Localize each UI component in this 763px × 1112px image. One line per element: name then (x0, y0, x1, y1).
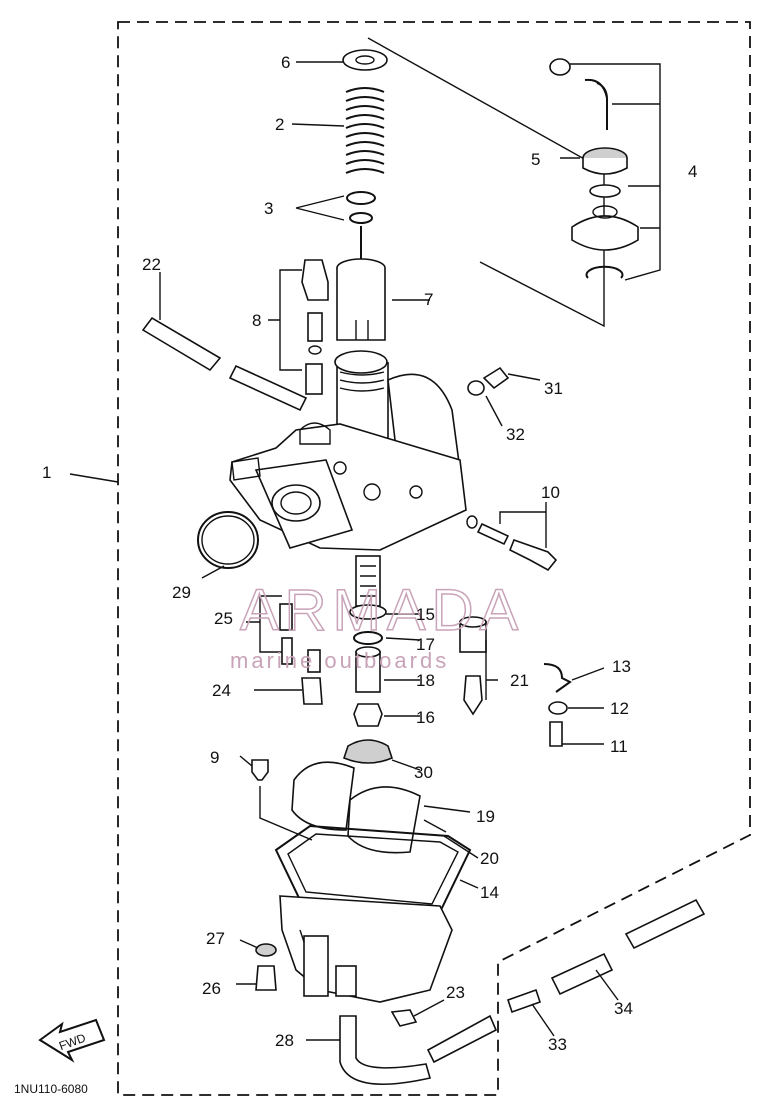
starter-group (549, 58, 639, 279)
screw-23 (390, 1009, 418, 1027)
label-4: 4 (688, 162, 697, 181)
clip-part (346, 191, 376, 224)
label-24: 24 (212, 681, 231, 700)
label-30: 30 (414, 763, 433, 782)
label-8: 8 (252, 311, 261, 330)
label-3: 3 (264, 199, 273, 218)
fitting-33 (506, 988, 542, 1014)
label-14: 14 (480, 883, 499, 902)
label-25: 25 (214, 609, 233, 628)
label-33: 33 (548, 1035, 567, 1054)
part-labels: 6 2 3 4 5 7 8 22 1 31 32 10 29 25 24 15 … (14, 53, 697, 1096)
pilot-screw-group (301, 259, 329, 395)
label-12: 12 (610, 699, 629, 718)
label-18: 18 (416, 671, 435, 690)
vent-hose-part (426, 1014, 498, 1064)
label-29: 29 (172, 583, 191, 602)
label-15: 15 (416, 605, 435, 624)
screw-9-part (251, 759, 269, 781)
gasket-inner (287, 833, 459, 905)
float-part (291, 761, 447, 854)
leader-lines (69, 61, 619, 1041)
throttle-stop-screw (466, 515, 558, 572)
hose-34a (550, 952, 614, 996)
assembly-boundary (117, 21, 751, 1096)
label-34: 34 (614, 999, 633, 1018)
label-20: 20 (480, 849, 499, 868)
label-13: 13 (612, 657, 631, 676)
throttle-valve-part (336, 258, 386, 341)
label-16a: 16 (416, 708, 435, 727)
clip-and-screw-right (543, 663, 572, 747)
label-17: 17 (416, 635, 435, 654)
drain-hose-part (339, 1015, 432, 1086)
label-6: 6 (281, 53, 290, 72)
label-32: 32 (506, 425, 525, 444)
label-22: 22 (142, 255, 161, 274)
air-screw-part (467, 366, 510, 396)
needle-jet-column (343, 555, 393, 764)
drawing-code: 1NU110-6080 (14, 1082, 88, 1096)
label-26: 26 (202, 979, 221, 998)
part4-leaders (570, 63, 661, 281)
label-10: 10 (541, 483, 560, 502)
drain-screw-26 (255, 965, 277, 991)
label-7: 7 (424, 290, 433, 309)
fwd-arrow (38, 1018, 106, 1063)
washer-part (342, 49, 388, 71)
label-5: 5 (531, 150, 540, 169)
o-ring-part (197, 511, 259, 569)
label-11: 11 (610, 737, 628, 756)
washer-27 (255, 943, 277, 957)
label-9: 9 (210, 748, 219, 767)
label-19: 19 (476, 807, 495, 826)
float-valve-part (459, 616, 487, 716)
watermark: ARMADA marine outboards (230, 577, 524, 673)
left-jet-parts (279, 603, 323, 705)
label-1: 1 (42, 463, 51, 482)
float-bowl-part (279, 895, 453, 1003)
label-2: 2 (275, 115, 284, 134)
label-28: 28 (275, 1031, 294, 1050)
hose-part (141, 316, 308, 412)
carburetor-body (229, 350, 467, 551)
label-21: 21 (510, 671, 529, 690)
watermark-brand: ARMADA (240, 578, 524, 643)
o-ring-inner (201, 515, 255, 565)
watermark-tagline: marine outboards (230, 648, 449, 673)
spring-part (345, 87, 385, 174)
label-27: 27 (206, 929, 225, 948)
hose-34b (624, 898, 706, 950)
part4-bracket (367, 37, 605, 328)
label-23: 23 (446, 983, 465, 1002)
label-31: 31 (544, 379, 563, 398)
